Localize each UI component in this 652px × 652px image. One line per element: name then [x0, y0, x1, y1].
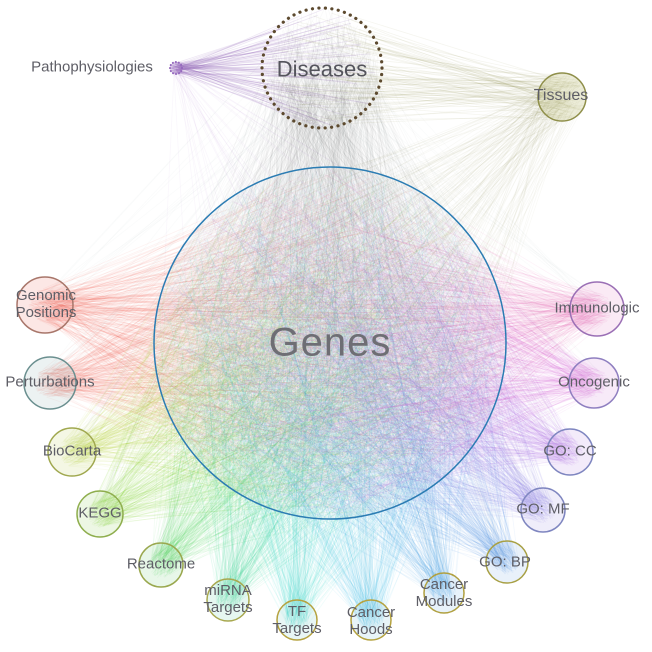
edge-bundle-mirna_targets — [159, 168, 499, 612]
pathophysiologies-node[interactable] — [169, 61, 183, 75]
edge-bundle-tf_targets — [158, 172, 506, 632]
perturbations-node[interactable] — [23, 356, 77, 410]
go-mf-node[interactable] — [520, 487, 566, 533]
edge-bundle-cancer_hoods — [163, 175, 502, 632]
cancer-hoods-node[interactable] — [350, 599, 392, 641]
cancer-modules-node[interactable] — [423, 572, 465, 614]
edge-bundle-diseases-genes — [154, 8, 499, 518]
edge-bundle-biocarta — [57, 177, 501, 512]
edge-bundle-oncogenic — [160, 167, 609, 517]
tissues-node[interactable] — [537, 72, 587, 122]
tf-targets-node[interactable] — [276, 599, 318, 641]
edge-bundle-genomic_positions — [28, 171, 503, 511]
edge-bundle-go_bp — [160, 182, 520, 575]
edge-bundle-tissues-genes — [170, 72, 586, 517]
edge-bundle-kegg — [86, 179, 501, 529]
go-cc-node[interactable] — [546, 428, 594, 476]
oncogenic-node[interactable] — [568, 357, 620, 409]
genomic-positions-node[interactable] — [16, 276, 74, 334]
edge-bundle-go_cc — [165, 188, 584, 515]
edge-bundle-pathophysiologies-diseases — [170, 8, 376, 128]
edge-bundle-perturbations — [34, 173, 502, 518]
diseases-node[interactable] — [260, 6, 384, 130]
reactome-node[interactable] — [138, 542, 184, 588]
edge-bundle-cancer_modules — [168, 171, 502, 605]
genes-node[interactable] — [153, 166, 507, 520]
immunologic-node[interactable] — [569, 281, 625, 337]
edge-bundle-tissues-diseases — [270, 12, 584, 125]
edge-bundle-go_mf — [159, 176, 556, 524]
go-bp-node[interactable] — [485, 540, 529, 584]
edge-bundle-pathophysiologies-genes — [161, 63, 463, 507]
edge-bundle-reactome — [147, 168, 494, 578]
mirna-targets-node[interactable] — [206, 578, 250, 622]
edge-bundle-immunologic — [159, 174, 613, 518]
kegg-node[interactable] — [76, 490, 124, 538]
biocarta-node[interactable] — [47, 427, 97, 477]
